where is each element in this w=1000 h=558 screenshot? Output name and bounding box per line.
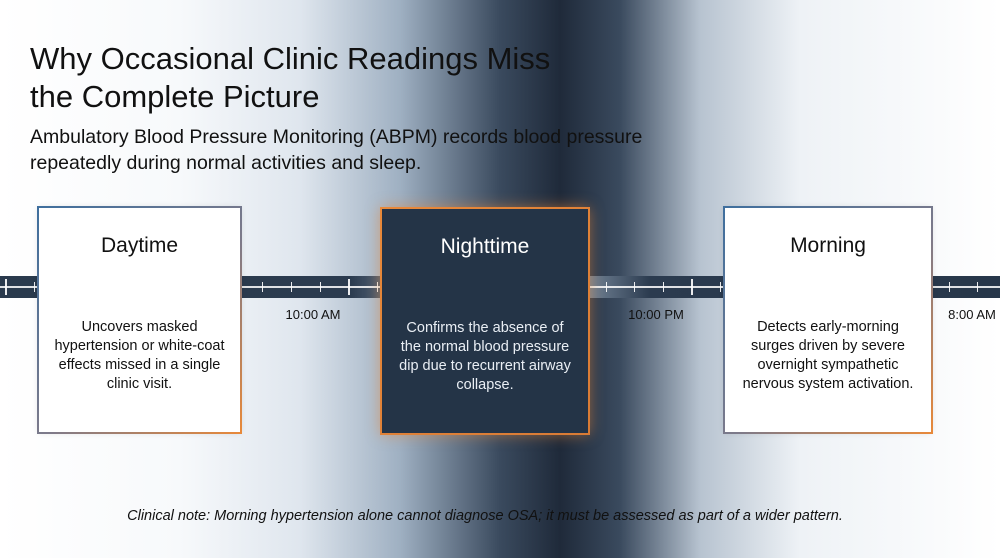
- time-label-10pm: 10:00 PM: [628, 307, 684, 322]
- timeline-tick: [606, 282, 607, 292]
- timeline-tick: [262, 282, 263, 292]
- card-body: Confirms the absence of the normal blood…: [399, 320, 571, 393]
- timeline-tick: [348, 279, 350, 295]
- card-title: Nighttime: [440, 235, 530, 258]
- card-morning: Morning Detects early-morning surges dri…: [723, 206, 933, 434]
- timeline-tick: [291, 282, 292, 292]
- timeline-tick: [691, 279, 693, 295]
- timeline-tick: [634, 282, 635, 292]
- card-nighttime: Nighttime Confirms the absence of the no…: [380, 207, 590, 435]
- timeline-tick: [34, 282, 35, 292]
- card-title: Morning: [790, 234, 866, 257]
- clinical-note: Clinical note: Morning hypertension alon…: [127, 508, 843, 524]
- timeline-tick: [977, 282, 978, 292]
- timeline-tick: [5, 279, 7, 295]
- timeline-tick: [720, 282, 721, 292]
- time-label-10am: 10:00 AM: [285, 307, 341, 322]
- timeline-tick: [320, 282, 321, 292]
- time-label-8am: 8:00 AM: [948, 307, 996, 322]
- timeline-tick: [949, 282, 950, 292]
- timeline-tick: [377, 282, 378, 292]
- page-subtitle: Ambulatory Blood Pressure Monitoring (AB…: [30, 126, 643, 174]
- card-title: Daytime: [100, 234, 179, 257]
- card-daytime: Daytime Uncovers masked hypertension or …: [37, 206, 242, 434]
- timeline-tick: [663, 282, 664, 292]
- page-title: Why Occasional Clinic Readings Miss the …: [30, 41, 551, 114]
- card-body: Uncovers masked hypertension or white-co…: [54, 319, 225, 392]
- card-body: Detects early-morning surges driven by s…: [742, 319, 914, 392]
